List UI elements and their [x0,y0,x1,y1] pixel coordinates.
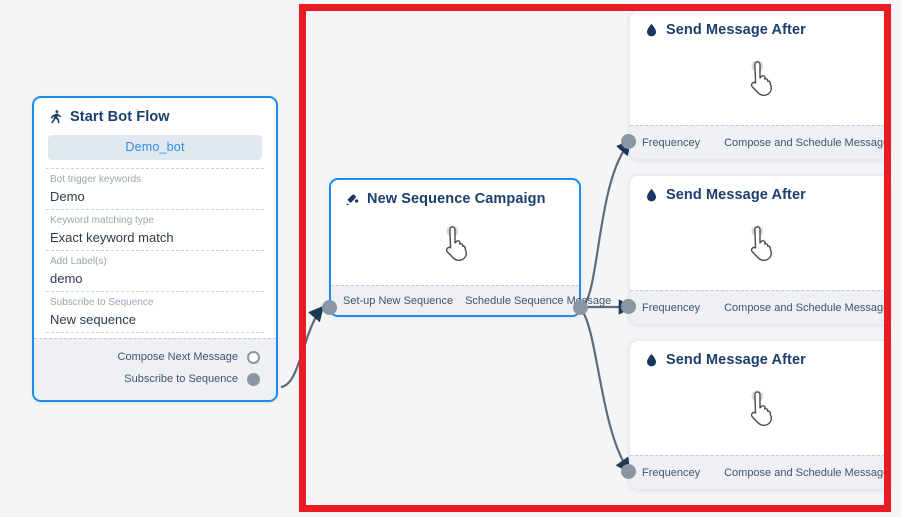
field-label: Keyword matching type [50,215,154,226]
node-footer: Frequencey Compose and Schedule Message [630,290,890,324]
port-row-subscribe-to-sequence[interactable]: Subscribe to Sequence [44,368,260,390]
node-new-sequence-campaign[interactable]: New Sequence Campaign Set-up New Sequenc… [329,178,611,317]
node-send-message-after-1[interactable]: Send Message After Frequencey Compose an… [629,10,891,160]
port-dot-schedule-sequence-message[interactable] [573,300,588,315]
port-label-setup-new-sequence: Set-up New Sequence [343,295,454,307]
field-bot-trigger-keywords[interactable]: Bot trigger keywords Demo [46,169,264,210]
port-dot-frequency-in-3[interactable] [621,464,636,479]
node-header: New Sequence Campaign [331,180,579,213]
node-title: New Sequence Campaign [367,191,546,207]
node-body [630,209,890,279]
field-label: Bot trigger keywords [50,174,142,185]
field-value: New sequence [50,312,136,327]
field-value: Exact keyword match [50,230,174,245]
field-add-labels[interactable]: Add Label(s) demo [46,251,264,292]
edge-sequence-to-card-1 [580,139,633,309]
port-row-compose-next-message[interactable]: Compose Next Message [44,346,260,368]
port-label-schedule-sequence-message: Schedule Sequence Message [465,295,612,307]
water-drop-icon [647,188,656,202]
node-footer: Frequencey Compose and Schedule Message [630,125,890,159]
node-start-bot-flow[interactable]: Start Bot Flow Demo_bot Bot trigger keyw… [32,96,278,402]
node-send-message-after-3[interactable]: Send Message After Frequencey Compose an… [629,340,891,490]
port-dot-subscribe-to-sequence[interactable] [247,372,260,386]
field-label: Subscribe to Sequence [50,297,154,308]
field-subscribe-to-sequence[interactable]: Subscribe to Sequence New sequence [46,292,264,333]
node-header: Send Message After [630,11,890,44]
pointing-hand-cursor-icon [750,390,772,427]
node-header: Start Bot Flow [34,98,276,131]
port-label: Subscribe to Sequence [124,373,238,385]
edge-start-to-sequence [280,305,325,389]
node-body [331,213,579,275]
port-label-compose-and-schedule-message: Compose and Schedule Message [724,467,890,479]
node-send-message-after-2[interactable]: Send Message After Frequencey Compose an… [629,175,891,325]
field-value: demo [50,271,83,286]
node-title: Send Message After [666,187,806,203]
node-body [630,374,890,444]
port-dot-compose-next-message[interactable] [247,350,260,364]
node-body [630,44,890,114]
broadcast-icon [346,194,359,205]
bot-pill[interactable]: Demo_bot [48,135,262,160]
port-label-frequency-in: Frequencey [642,137,701,149]
node-title: Send Message After [666,352,806,368]
port-label: Compose Next Message [117,351,238,363]
port-label-frequency-in: Frequencey [642,467,701,479]
port-dot-setup-new-sequence[interactable] [322,300,337,315]
water-drop-icon [647,353,656,367]
port-dot-frequency-in-1[interactable] [621,134,636,149]
field-value: Demo [50,189,85,204]
running-person-icon [50,110,62,124]
port-label-compose-and-schedule-message: Compose and Schedule Message [724,137,890,149]
pointing-hand-cursor-icon [750,60,772,97]
node-footer: Frequencey Compose and Schedule Message [630,455,890,489]
port-label-frequency-in: Frequencey [642,302,701,314]
field-list: Bot trigger keywords Demo Keyword matchi… [46,168,264,333]
edge-sequence-to-card-3 [580,308,631,474]
node-footer: Set-up New Sequence Schedule Sequence Me… [331,285,611,315]
node-title: Send Message After [666,22,806,38]
node-footer: Compose Next Message Subscribe to Sequen… [34,338,276,400]
field-keyword-matching-type[interactable]: Keyword matching type Exact keyword matc… [46,210,264,251]
water-drop-icon [647,23,656,37]
node-header: Send Message After [630,176,890,209]
field-label: Add Label(s) [50,256,107,267]
node-header: Send Message After [630,341,890,374]
pointing-hand-cursor-icon [750,225,772,262]
port-label-compose-and-schedule-message: Compose and Schedule Message [724,302,890,314]
pointing-hand-cursor-icon [445,225,467,262]
port-dot-frequency-in-2[interactable] [621,299,636,314]
node-title: Start Bot Flow [70,109,170,125]
